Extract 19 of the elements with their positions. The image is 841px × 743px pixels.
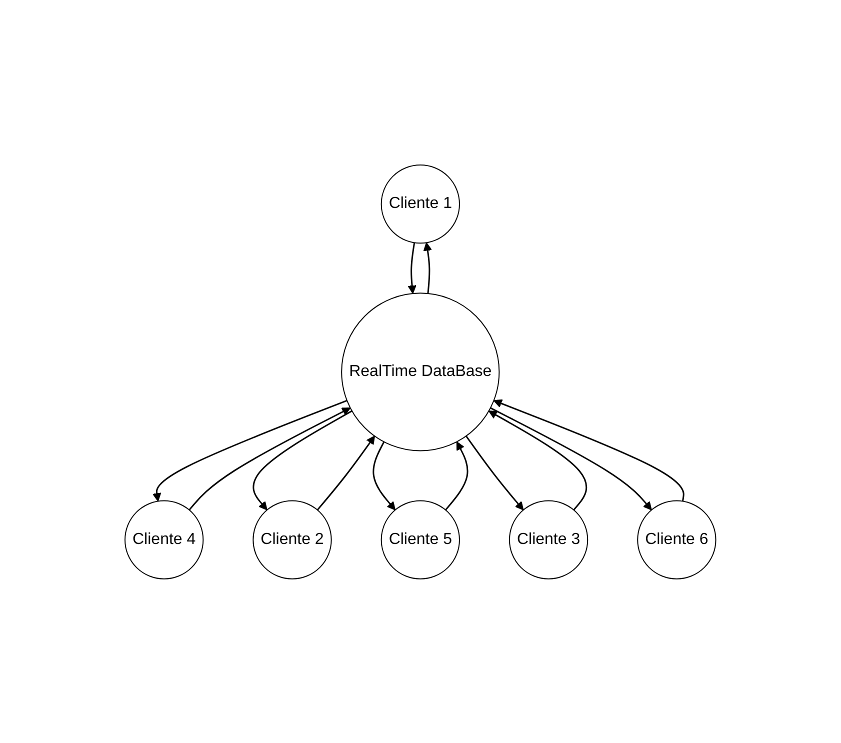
arrow xyxy=(372,441,396,510)
node-circle: Cliente 2 xyxy=(252,500,332,579)
arrow xyxy=(466,435,524,510)
arrow xyxy=(408,242,417,294)
arrow xyxy=(188,407,351,510)
arrow xyxy=(490,406,652,510)
arrow xyxy=(252,410,352,510)
arrow xyxy=(316,435,376,510)
arrow xyxy=(423,242,432,294)
node-circle: RealTime DataBase xyxy=(341,292,500,451)
arrow xyxy=(494,398,684,501)
node-circle: Cliente 5 xyxy=(380,500,460,579)
node-circle: Cliente 4 xyxy=(124,500,204,579)
arrow xyxy=(445,440,468,510)
arrow xyxy=(152,399,348,502)
node-circle: Cliente 6 xyxy=(637,500,716,579)
node-circle: Cliente 1 xyxy=(380,164,460,244)
node-circle: Cliente 3 xyxy=(509,500,588,579)
arrow xyxy=(488,410,588,510)
